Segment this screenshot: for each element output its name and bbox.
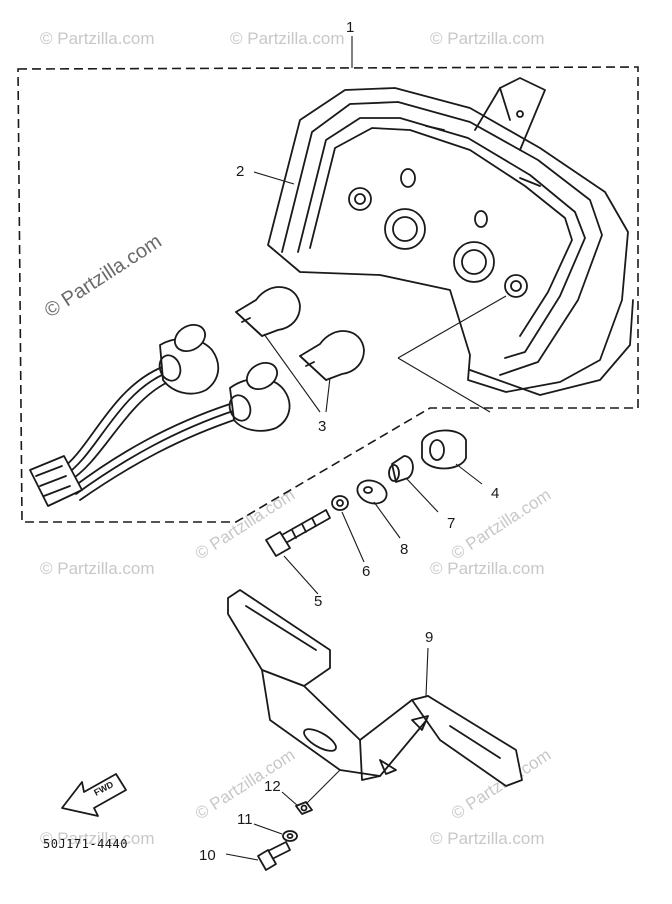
callout-number: 6 — [362, 563, 370, 580]
callout-number: 7 — [447, 515, 455, 532]
watermark: © Partzilla.com — [230, 29, 345, 48]
leader-line — [425, 647, 429, 697]
watermark: © Partzilla.com — [430, 29, 545, 48]
license-bracket — [227, 589, 523, 787]
callout-number: 2 — [236, 163, 244, 180]
lock-washer — [331, 495, 349, 511]
wire-harness — [29, 323, 291, 507]
leader-line — [397, 357, 491, 413]
collar — [388, 455, 414, 483]
leader-line — [341, 511, 365, 563]
watermark: © Partzilla.com — [40, 559, 155, 578]
diagram-code: 50J171-4440 — [43, 837, 128, 851]
watermark: © Partzilla.com — [430, 829, 545, 848]
leader-line — [455, 463, 483, 485]
callout-number: 11 — [237, 811, 253, 828]
watermark: © Partzilla.com — [448, 485, 554, 563]
callout-number: 1 — [346, 19, 354, 36]
grommet — [421, 429, 467, 470]
bulb — [235, 286, 301, 337]
watermark: © Partzilla.com — [430, 559, 545, 578]
nut — [295, 801, 313, 815]
spring-washer — [282, 830, 298, 842]
screw — [257, 841, 291, 871]
forward-arrow-icon: FWD — [61, 773, 127, 817]
callout-number: 4 — [491, 485, 499, 502]
callout-number: 9 — [425, 629, 433, 646]
leader-line — [263, 333, 321, 413]
callout-number: 5 — [314, 593, 322, 610]
washer — [356, 479, 388, 505]
leader-line — [405, 477, 439, 513]
bolt — [265, 509, 331, 557]
callout-number: 10 — [199, 847, 216, 864]
callout-number: 3 — [318, 418, 326, 435]
callout-number: 8 — [400, 541, 408, 558]
bulb — [299, 330, 365, 381]
leader-line — [253, 171, 295, 185]
leader-line — [225, 853, 259, 861]
callout-number: 12 — [264, 778, 281, 795]
leader-line — [325, 377, 331, 413]
watermark: © Partzilla.com — [40, 829, 155, 848]
callout-labels: 1 2 3 4 5 6 7 8 9 10 11 12 — [199, 19, 499, 864]
leader-line — [373, 501, 401, 539]
leader-line — [397, 295, 507, 359]
taillight-housing — [267, 77, 634, 396]
leader-line — [253, 823, 283, 835]
leader-line — [281, 791, 299, 807]
watermark: © Partzilla.com — [40, 29, 155, 48]
leader-line — [283, 555, 319, 595]
assembly-boundary — [17, 66, 639, 523]
watermark-featured: © Partzilla.com — [41, 230, 166, 322]
leader-line — [305, 769, 341, 805]
